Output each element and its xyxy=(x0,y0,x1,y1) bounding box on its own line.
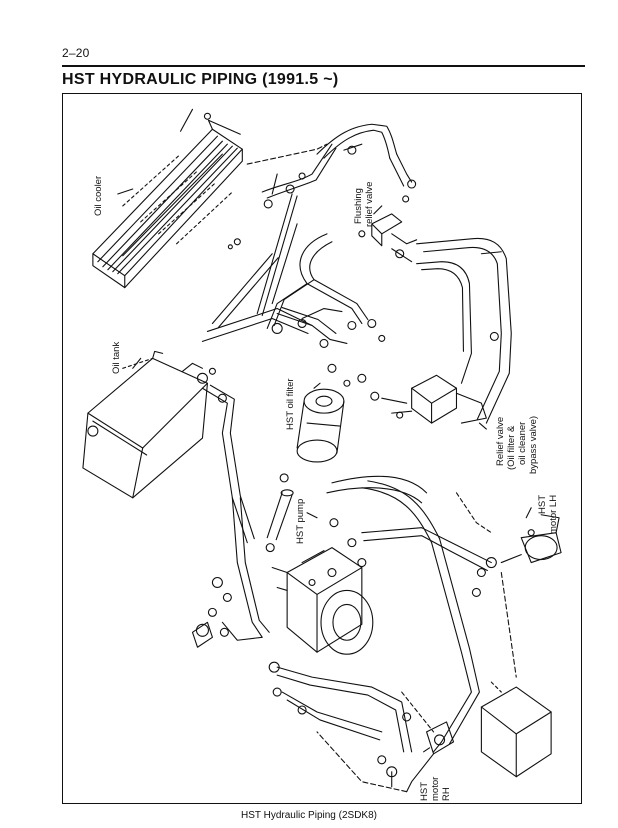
hst-motor-rh-drawing xyxy=(406,721,455,793)
label-flushing-relief-valve-line2: relief valve xyxy=(364,181,375,227)
oil-tank-drawing xyxy=(82,350,208,499)
hst-pump-drawing xyxy=(271,547,374,655)
label-hst-motor-lh-line2: motor LH xyxy=(548,494,559,534)
label-hst-motor-lh-line1: HST xyxy=(537,495,548,514)
label-relief-valve-line1: Relief valve xyxy=(495,416,506,466)
label-oil-tank: Oil tank xyxy=(111,341,122,374)
reservoir-box-drawing xyxy=(480,681,552,778)
figure-caption: HST Hydraulic Piping (2SDK8) xyxy=(241,810,377,821)
flushing-relief-valve-drawing xyxy=(358,213,418,263)
label-relief-valve-line3: oil cleaner xyxy=(517,421,528,465)
header-rule xyxy=(62,65,585,67)
label-relief-valve-line4: bypass valve) xyxy=(528,415,539,474)
label-hst-motor-rh-line2: motor xyxy=(430,776,441,801)
oil-cooler-drawing xyxy=(92,108,243,289)
hst-oil-filter-drawing xyxy=(296,388,345,463)
label-hst-pump: HST pump xyxy=(295,498,306,544)
hydraulic-piping-drawing xyxy=(82,108,562,793)
hst-motor-lh-drawing xyxy=(471,514,562,597)
label-hst-motor-rh-line1: HST xyxy=(419,782,430,801)
diagram-frame: Oil cooler Flushing relief valve Oil tan… xyxy=(62,93,582,804)
page-number: 2–20 xyxy=(62,46,90,60)
label-hst-oil-filter: HST oil filter xyxy=(285,378,296,430)
label-flushing-relief-valve-line1: Flushing xyxy=(353,188,364,224)
label-hst-motor-rh-line3: RH xyxy=(441,787,452,801)
page-title: HST HYDRAULIC PIPING (1991.5 ~) xyxy=(62,71,339,88)
label-relief-valve-line2: (Oil filter & xyxy=(506,425,517,470)
label-oil-cooler: Oil cooler xyxy=(93,175,104,216)
relief-valve-drawing xyxy=(370,374,487,424)
